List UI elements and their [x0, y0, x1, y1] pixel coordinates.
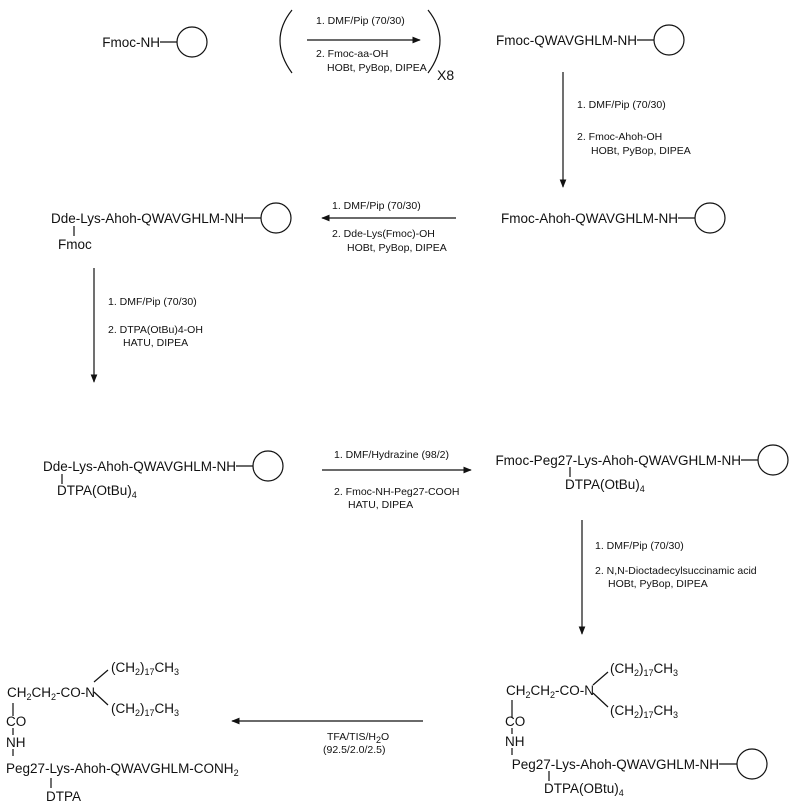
molecule-m1: Fmoc-QWAVGHLM-NH	[496, 33, 637, 48]
resin-bead-m5	[757, 444, 789, 476]
molecule-m7-alkyl-upper: (CH2)17CH3	[111, 660, 179, 677]
molecule-m7-nh: NH	[6, 735, 26, 750]
molecule-m7-co: CO	[6, 714, 26, 729]
step4-reagent-1: 1. DMF/Pip (70/30)	[108, 296, 197, 308]
molecule-m2: Fmoc-Ahoh-QWAVGHLM-NH	[501, 211, 678, 226]
step5-reagent-1: 1. DMF/Hydrazine (98/2)	[334, 449, 449, 461]
bond-m6-n-down	[592, 692, 609, 708]
resin-bead-m3	[260, 202, 292, 234]
step7-reagent-1: TFA/TIS/H2O	[327, 731, 389, 745]
molecule-m6-alkyl-upper: (CH2)17CH3	[610, 661, 678, 678]
step4-reagent-3: HATU, DIPEA	[123, 337, 188, 349]
bond-m6-n-up	[592, 671, 609, 686]
resin-bead-m6	[736, 748, 768, 780]
resin-bead-m4	[252, 450, 284, 482]
paren-right	[427, 9, 441, 74]
molecule-m3: Dde-Lys-Ahoh-QWAVGHLM-NH	[51, 211, 244, 226]
molecule-m4-sidechain: DTPA(OtBu)4	[57, 483, 137, 500]
molecule-m6-co: CO	[505, 714, 525, 729]
step1-repeat-count: X8	[437, 67, 454, 83]
molecule-m7-alkyl-lower: (CH2)17CH3	[111, 701, 179, 718]
step6-reagent-2: 2. N,N-Dioctadecylsuccinamic acid	[595, 565, 757, 577]
molecule-m4: Dde-Lys-Ahoh-QWAVGHLM-NH	[43, 459, 236, 474]
molecule-m5-sidechain: DTPA(OtBu)4	[565, 477, 645, 494]
molecule-m6-sidechain: DTPA(OBtu)4	[544, 781, 624, 798]
step3-reagent-2: 2. Dde-Lys(Fmoc)-OH	[332, 228, 435, 240]
molecule-m6-succinyl: CH2CH2-CO-N	[506, 683, 594, 700]
molecule-m7-sidechain: DTPA	[46, 789, 81, 804]
molecule-m6-backbone: Peg27-Lys-Ahoh-QWAVGHLM-NH	[512, 757, 719, 772]
step3-reagent-1: 1. DMF/Pip (70/30)	[332, 200, 421, 212]
step4-reagent-2: 2. DTPA(OtBu)4-OH	[108, 324, 203, 336]
step1-reagent-1: 1. DMF/Pip (70/30)	[316, 15, 405, 27]
step2-reagent-2: 2. Fmoc-Ahoh-OH	[577, 131, 662, 143]
resin-bead-start	[176, 26, 208, 58]
molecule-m6-alkyl-lower: (CH2)17CH3	[610, 703, 678, 720]
bond-m7-n-down	[93, 691, 109, 706]
step2-reagent-1: 1. DMF/Pip (70/30)	[577, 99, 666, 111]
step5-reagent-3: HATU, DIPEA	[348, 499, 413, 511]
bond-m7-n-up	[93, 669, 109, 683]
step6-reagent-3: HOBt, PyBop, DIPEA	[608, 578, 708, 590]
molecule-m7-succinyl: CH2CH2-CO-N	[7, 685, 95, 702]
molecule-m7-backbone: Peg27-Lys-Ahoh-QWAVGHLM-CONH2	[6, 761, 239, 778]
molecule-m6-nh: NH	[505, 734, 525, 749]
resin-bead-m1	[653, 24, 685, 56]
step3-reagent-3: HOBt, PyBop, DIPEA	[347, 242, 447, 254]
step1-reagent-3: HOBt, PyBop, DIPEA	[327, 62, 427, 74]
step1-reagent-2: 2. Fmoc-aa-OH	[316, 48, 388, 60]
step6-reagent-1: 1. DMF/Pip (70/30)	[595, 540, 684, 552]
step5-reagent-2: 2. Fmoc-NH-Peg27-COOH	[334, 486, 459, 498]
molecule-m5: Fmoc-Peg27-Lys-Ahoh-QWAVGHLM-NH	[495, 453, 741, 468]
molecule-m3-sidechain: Fmoc	[58, 237, 92, 252]
paren-left	[279, 9, 293, 74]
molecule-start: Fmoc-NH	[102, 35, 160, 50]
resin-bead-m2	[694, 202, 726, 234]
step2-reagent-3: HOBt, PyBop, DIPEA	[591, 145, 691, 157]
step7-reagent-2: (92.5/2.0/2.5)	[323, 744, 385, 756]
